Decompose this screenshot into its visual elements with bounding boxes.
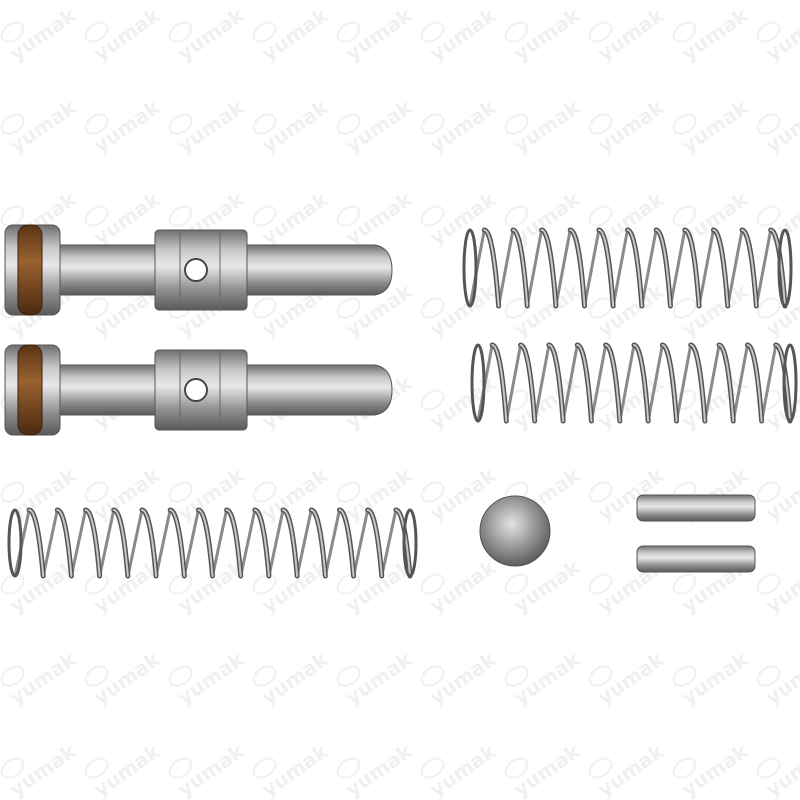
dowel-pin bbox=[636, 545, 756, 573]
coil-spring bbox=[462, 227, 793, 309]
cross-hole bbox=[184, 258, 208, 282]
dowel-pin bbox=[636, 494, 756, 522]
o-ring bbox=[17, 224, 43, 316]
coil-spring bbox=[470, 342, 798, 424]
piston bbox=[4, 344, 393, 436]
cross-hole bbox=[184, 378, 208, 402]
coil-spring bbox=[7, 507, 418, 579]
ball bbox=[479, 495, 551, 567]
piston bbox=[4, 224, 393, 316]
o-ring bbox=[17, 344, 43, 436]
